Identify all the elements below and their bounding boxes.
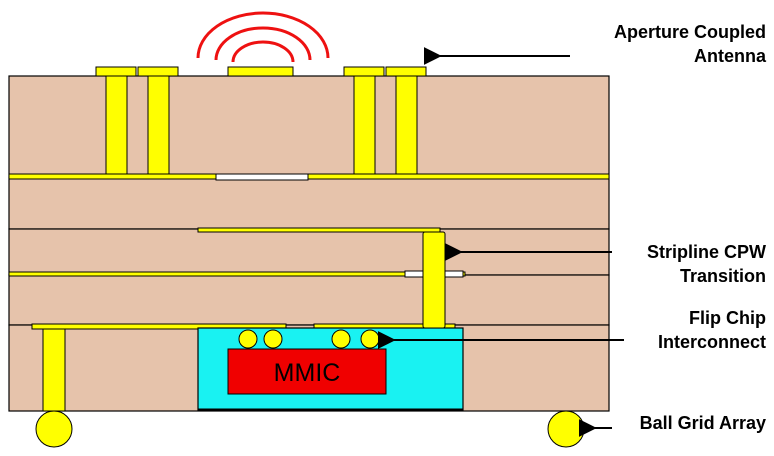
antenna-pad-2 <box>137 66 179 77</box>
antenna-label-line1: Aperture Coupled <box>613 22 766 42</box>
radiation-waves-icon <box>196 11 330 63</box>
via-4 <box>395 75 418 175</box>
transition-via <box>422 231 446 329</box>
antenna-label-line2: Antenna <box>694 46 766 66</box>
bga-ball-left <box>35 410 73 448</box>
antenna-pad-4 <box>385 66 427 77</box>
antenna-patch-center <box>227 66 294 77</box>
bga-label-text: Ball Grid Array <box>639 413 766 433</box>
via-2 <box>147 75 170 175</box>
substrate-layer-top <box>8 75 610 178</box>
stripline-label-line2: Transition <box>679 266 766 286</box>
stripline-label: Stripline CPW Transition <box>647 240 766 288</box>
substrate-layer-4 <box>8 274 610 326</box>
stripline-feed <box>197 227 441 233</box>
antenna-label: Aperture Coupled Antenna <box>614 20 766 68</box>
ground-plane-mid <box>8 271 466 277</box>
bga-label: Ball Grid Array <box>640 411 766 435</box>
antenna-pad-1 <box>95 66 137 77</box>
flip-chip-bump-3 <box>331 329 351 349</box>
bga-ball-right <box>547 410 585 448</box>
substrate-layer-2 <box>8 177 610 230</box>
flipchip-label-line2: Interconnect <box>657 332 766 352</box>
ground-plane-top <box>8 173 610 180</box>
mmic-label: MMIC <box>274 359 341 387</box>
flip-chip-bump-2 <box>263 329 283 349</box>
stripline-label-line1: Stripline CPW <box>646 242 766 262</box>
aperture-slot <box>215 173 309 181</box>
flipchip-label: Flip Chip Interconnect <box>658 306 766 354</box>
flipchip-label-line1: Flip Chip <box>689 308 766 328</box>
mmic-die <box>227 348 387 395</box>
flip-chip-bump-1 <box>238 329 258 349</box>
via-3 <box>353 75 376 175</box>
cpw-trace-left <box>31 323 287 330</box>
via-1 <box>105 75 128 175</box>
antenna-pad-3 <box>343 66 385 77</box>
bga-via-left <box>42 328 66 412</box>
flip-chip-bump-4 <box>360 329 380 349</box>
